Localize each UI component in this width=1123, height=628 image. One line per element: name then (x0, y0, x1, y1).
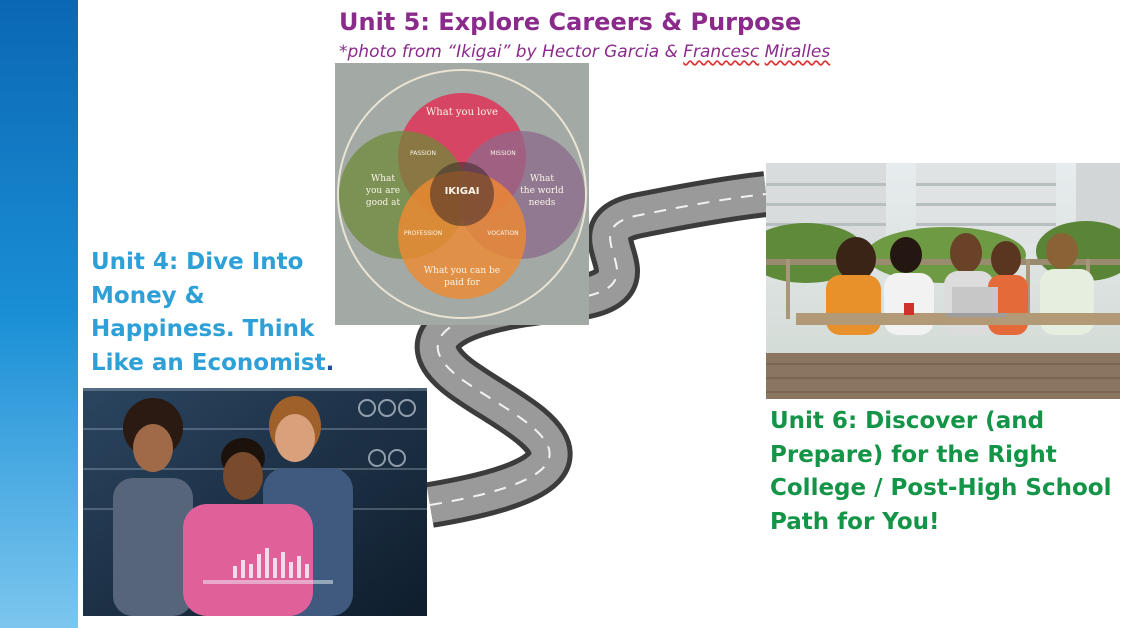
unit4-title: Unit 4: Dive Into Money & Happiness. Thi… (91, 246, 351, 380)
ikigai-profession-label: PROFESSION (404, 230, 442, 237)
ikigai-paid-for-line1: What you can be (424, 266, 500, 276)
unit4-title-period: . (325, 349, 335, 376)
unit5-title: Unit 5: Explore Careers & Purpose (339, 8, 802, 36)
credit-name-last: Miralles (764, 42, 831, 62)
students-studying-photo (766, 163, 1120, 399)
ikigai-world-needs-line3: needs (529, 198, 556, 208)
unit5-photo-credit: *photo from “Ikigai” by Hector Garcia & … (339, 42, 830, 62)
sidebar-accent-bar (0, 0, 78, 628)
ikigai-paid-for-line2: paid for (444, 278, 480, 288)
team-laptop-photo (83, 388, 427, 616)
credit-name-first: Francesc (683, 42, 760, 62)
ikigai-mission-label: MISSION (490, 150, 516, 157)
ikigai-world-needs-line1: What (530, 174, 554, 184)
ikigai-passion-label: PASSION (410, 150, 436, 157)
ikigai-vocation-label: VOCATION (487, 230, 518, 237)
ikigai-good-at-line1: What (371, 174, 395, 184)
unit4-title-text: Unit 4: Dive Into Money & Happiness. Thi… (91, 249, 326, 376)
ikigai-good-at-line2: you are (365, 186, 400, 196)
ikigai-love-label: What you love (426, 107, 498, 118)
ikigai-world-needs-line2: the world (520, 186, 564, 196)
ikigai-good-at-line3: good at (366, 198, 401, 208)
ikigai-center-label: IKIGAI (445, 186, 480, 197)
credit-prefix: *photo from “Ikigai” by Hector Garcia & (339, 42, 684, 62)
unit6-title: Unit 6: Discover (and Prepare) for the R… (770, 408, 1112, 535)
ikigai-diagram-photo: What you love What you are good at What … (335, 63, 589, 325)
